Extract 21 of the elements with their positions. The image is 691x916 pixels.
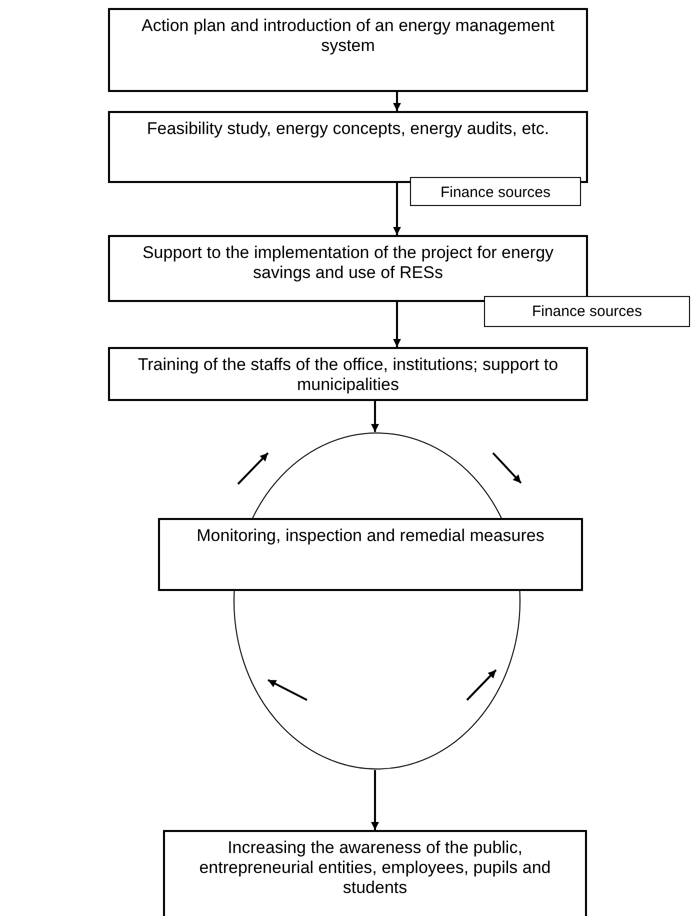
arrow xyxy=(393,302,401,347)
node-text: Feasibility study, energy concepts, energy audits, etc. xyxy=(146,119,550,138)
node-text: Support to the implementation of the project for energy savings and use of RESs xyxy=(142,243,554,282)
process-box xyxy=(108,8,588,92)
arrow xyxy=(393,92,401,111)
process-box xyxy=(108,347,588,401)
process-box xyxy=(158,518,583,591)
process-box xyxy=(108,235,588,302)
arrow xyxy=(393,183,401,235)
process-box xyxy=(163,830,587,916)
note-box xyxy=(410,177,581,206)
arrow xyxy=(371,401,379,432)
node-text: Training of the staffs of the office, institutions; support to municipalities xyxy=(138,355,558,394)
node-text: Action plan and introduction of an energy management system xyxy=(142,16,554,55)
node-text: Finance sources xyxy=(440,184,551,201)
node-text: Increasing the awareness of the public, entrepreneurial entities, employees, pupils and students xyxy=(199,838,551,897)
note-box xyxy=(484,296,690,327)
process-box xyxy=(108,111,588,183)
arrow xyxy=(371,770,379,830)
node-text: Finance sources xyxy=(532,303,642,320)
node-text: Monitoring, inspection and remedial measures xyxy=(196,526,544,545)
